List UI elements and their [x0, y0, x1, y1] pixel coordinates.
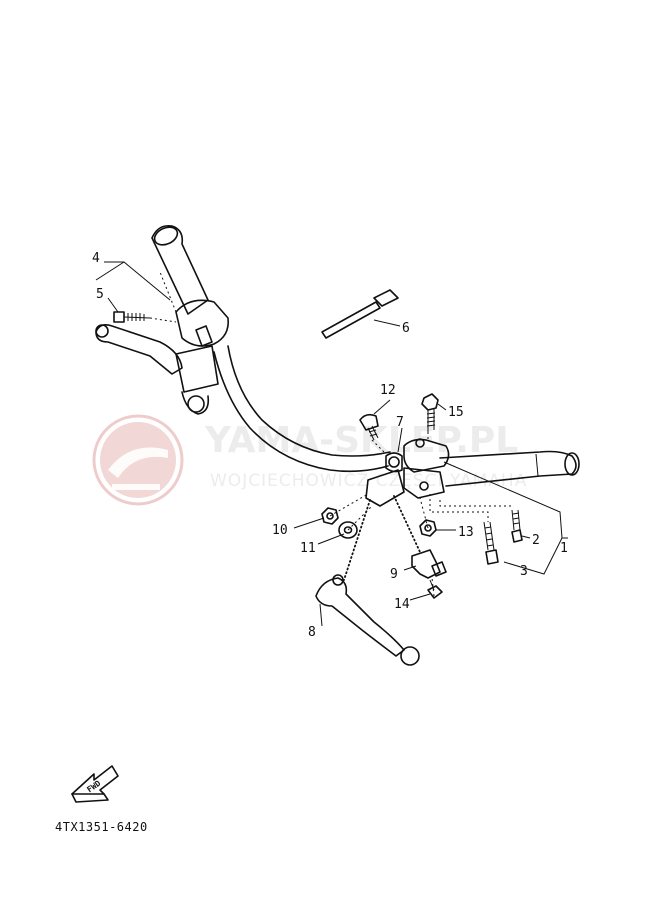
callout-3: 3	[520, 564, 528, 579]
left-lever-assembly	[95, 299, 230, 415]
bolt-15	[421, 393, 439, 432]
screw-3	[483, 521, 499, 565]
callout-2: 2	[532, 533, 540, 548]
screw-2	[511, 509, 523, 543]
bolt-12	[359, 413, 379, 441]
watermark-logo	[92, 414, 184, 506]
callout-6: 6	[402, 321, 410, 336]
callout-5: 5	[96, 287, 104, 302]
handlebar	[151, 224, 580, 487]
watermark-brand: YAMA-SKLEP.PL	[204, 420, 518, 461]
fwd-arrow-icon: FWD	[71, 765, 119, 803]
callout-7: 7	[396, 415, 404, 430]
fwd-label: FWD	[85, 779, 102, 795]
callout-8: 8	[308, 625, 316, 640]
right-lever-holder	[365, 438, 450, 507]
clutch-lever-8	[315, 574, 420, 666]
callout-1: 1	[560, 541, 568, 556]
nut-10	[321, 507, 339, 525]
screw-14	[427, 579, 443, 599]
assembly-guides	[149, 271, 512, 597]
switch-9	[411, 549, 447, 579]
callout-15: 15	[448, 405, 464, 420]
document-code: 4TX1351-6420	[55, 820, 148, 834]
callout-13: 13	[458, 525, 474, 540]
washer-11	[338, 521, 358, 539]
leader-lines	[95, 261, 568, 627]
callout-12: 12	[380, 383, 396, 398]
callout-4: 4	[92, 251, 100, 266]
callout-10: 10	[272, 523, 288, 538]
callout-labels: 4 5 6 12 15 7 10 11 13 2 1 3 9 14 8	[92, 251, 568, 640]
callout-14: 14	[394, 597, 410, 612]
callout-11: 11	[300, 541, 316, 556]
cable-tie	[321, 289, 399, 339]
callout-9: 9	[390, 567, 398, 582]
